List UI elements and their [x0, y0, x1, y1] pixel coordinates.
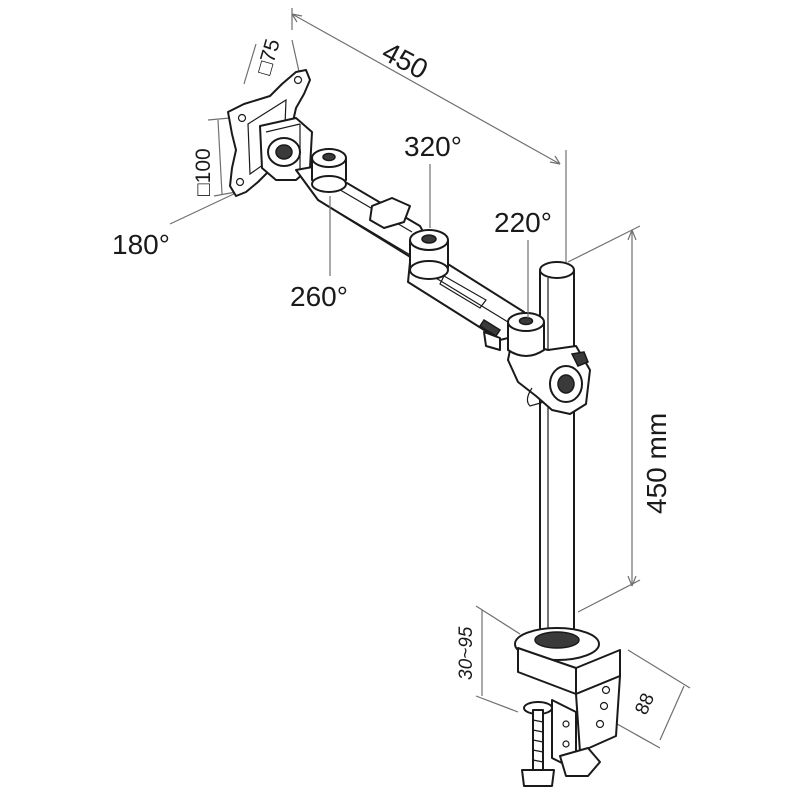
dimension-clamp-range [475, 605, 521, 713]
vesa-small-value: 75 [256, 36, 285, 65]
square-icon: □ [192, 183, 215, 196]
dimension-vesa-100 [207, 117, 237, 197]
arm-reach-label: 450 [377, 36, 433, 85]
clamp-range-label: 30~95 [456, 626, 477, 680]
angle-220-label: 220° [494, 207, 552, 238]
dimension-vesa-75 [243, 39, 301, 85]
angle-320-label: 320° [404, 131, 462, 162]
joint-front [311, 148, 347, 193]
vesa-small-label: □75 [253, 36, 285, 77]
angle-260-label: 260° [290, 281, 348, 312]
vesa-large-label: □100 [192, 148, 215, 196]
pole [539, 261, 575, 641]
dimension-arm-reach [291, 8, 567, 262]
vesa-large-value: 100 [192, 148, 215, 183]
angle-leaders [329, 164, 529, 318]
angle-180-label: 180° [112, 229, 170, 260]
joint-middle [409, 229, 449, 280]
dimension-180 [169, 191, 239, 225]
clamp-depth-label: 88 [631, 690, 659, 718]
tilt-head [259, 117, 313, 181]
dimension-clamp-depth [609, 649, 691, 749]
dimension-pole-height [567, 225, 641, 613]
pole-height-label: 450 mm [641, 413, 672, 514]
pole-collar [507, 312, 591, 415]
desk-clamp [514, 627, 621, 787]
